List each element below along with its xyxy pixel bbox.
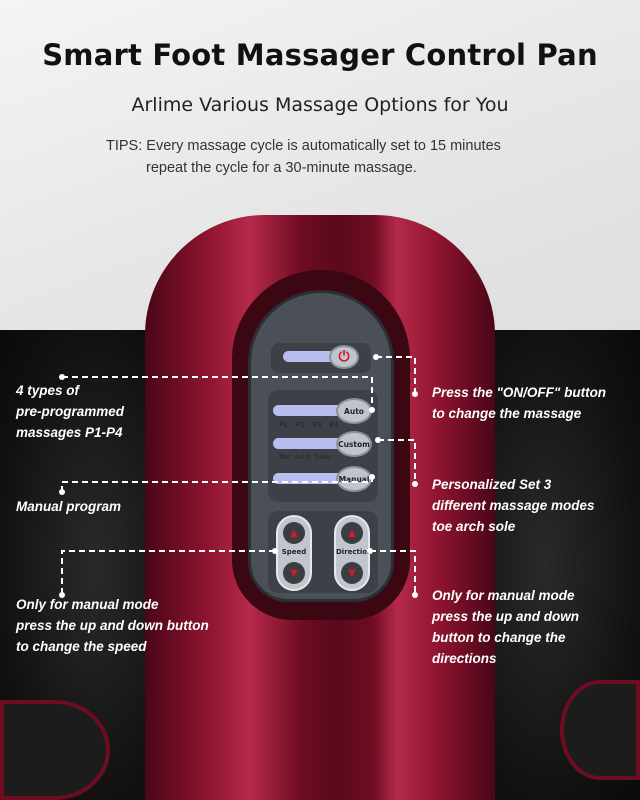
tips: TIPS: Every massage cycle is automatical… [106,135,501,179]
auto-button[interactable]: Auto [336,398,372,424]
speed-up-button[interactable]: ▲ [283,522,305,544]
callout-programs: 4 types of pre-programmed massages P1-P4 [16,380,124,443]
custom-label: Custom [338,439,370,449]
direction-label: Direction [336,548,373,556]
speed-control: ▲ Speed ▼ [276,515,312,591]
callout-text: button to change the [432,630,566,645]
callout-text: toe arch sole [432,519,516,534]
callout-text: to change the massage [432,406,582,421]
program-labels: P1 P2 P3 P4 [279,421,339,429]
callout-text: to change the speed [16,639,147,654]
callout-direction: Only for manual mode press the up and do… [432,585,579,669]
power-icon: ⏻ [338,349,350,365]
power-callout-line [376,356,416,392]
direction-up-button[interactable]: ▲ [341,522,363,544]
callout-power: Press the "ON/OFF" button to change the … [432,382,606,424]
callout-text: Only for manual mode [432,588,575,603]
callout-speed: Only for manual mode press the up and do… [16,594,209,657]
callout-text: Press the "ON/OFF" button [432,385,607,400]
left-rim [0,700,110,800]
tips-line-2: repeat the cycle for a 30-minute massage… [146,160,417,176]
direction-control: ▲ Direction ▼ [334,515,373,591]
tips-line-1: TIPS: Every massage cycle is automatical… [106,138,501,154]
power-button[interactable]: ⏻ [329,345,359,369]
custom-button[interactable]: Custom [336,431,372,457]
manual-label: Manual [338,474,370,484]
auto-callout-line [62,376,373,408]
custom-callout-line [378,439,416,482]
custom-mode-labels: Toe Arch Sole [279,453,330,461]
page-title: Smart Foot Massager Control Pan [42,38,598,72]
direction-callout-line [370,550,416,593]
speed-label: Speed [281,548,307,556]
callout-text: Manual program [16,499,122,514]
callout-text: different massage modes [432,498,595,513]
right-rim [560,680,640,780]
direction-down-button[interactable]: ▼ [341,562,363,584]
speed-down-button[interactable]: ▼ [283,562,305,584]
callout-manual: Manual program [16,496,121,517]
manual-callout-line [61,477,373,492]
callout-text: pre-programmed [16,404,125,419]
callout-text: 4 types of [16,383,80,398]
callout-text: Only for manual mode [16,597,159,612]
callout-text: press the up and down [432,609,580,624]
auto-label: Auto [344,406,364,416]
subtitle: Arlime Various Massage Options for You [131,94,509,116]
manual-button[interactable]: Manual [336,466,372,492]
speed-callout-line [61,550,275,593]
callout-text: Personalized Set 3 [432,477,552,492]
callout-text: press the up and down button [16,618,209,633]
callout-text: massages P1-P4 [16,425,123,440]
callout-custom: Personalized Set 3 different massage mod… [432,474,595,537]
callout-text: directions [432,651,497,666]
